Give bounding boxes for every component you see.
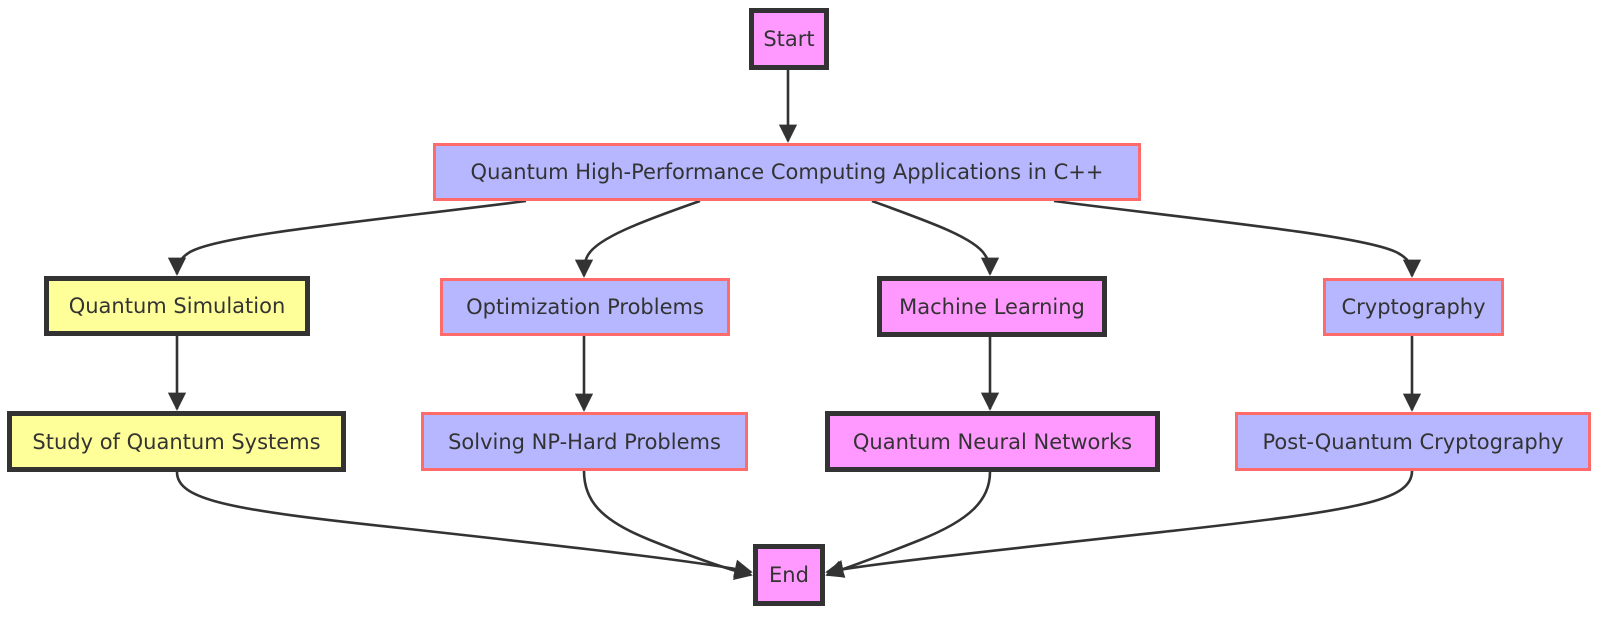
node-post-quantum-cryptography[interactable]: Post-Quantum Cryptography: [1235, 412, 1591, 471]
node-machine-learning-label: Machine Learning: [899, 294, 1085, 319]
node-solving-np-hard-problems[interactable]: Solving NP-Hard Problems: [421, 412, 748, 471]
node-solving-np-hard-problems-label: Solving NP-Hard Problems: [448, 429, 721, 454]
node-study-of-quantum-systems-label: Study of Quantum Systems: [32, 429, 321, 454]
node-post-quantum-cryptography-label: Post-Quantum Cryptography: [1262, 429, 1564, 454]
node-machine-learning[interactable]: Machine Learning: [877, 276, 1107, 337]
node-end-label: End: [769, 563, 809, 587]
node-quantum-neural-networks[interactable]: Quantum Neural Networks: [825, 411, 1160, 472]
node-start-label: Start: [763, 27, 815, 51]
node-optimization-problems-label: Optimization Problems: [466, 295, 704, 319]
edge-np-to-end: [582, 470, 753, 581]
node-study-of-quantum-systems[interactable]: Study of Quantum Systems: [7, 411, 346, 472]
edge-main-to-crypto: [1053, 199, 1422, 278]
node-optimization-problems[interactable]: Optimization Problems: [440, 278, 730, 336]
node-end[interactable]: End: [753, 544, 825, 606]
node-quantum-neural-networks-label: Quantum Neural Networks: [852, 429, 1133, 454]
node-start[interactable]: Start: [749, 8, 829, 70]
node-quantum-simulation-label: Quantum Simulation: [68, 294, 286, 318]
node-main[interactable]: Quantum High-Performance Computing Appli…: [433, 143, 1141, 201]
edge-main-to-opt: [574, 199, 701, 278]
edge-study-to-end: [175, 471, 753, 578]
edge-pqc-to-end: [825, 470, 1414, 578]
edge-main-to-ml: [871, 199, 1000, 276]
node-quantum-simulation[interactable]: Quantum Simulation: [44, 276, 310, 336]
node-cryptography-label: Cryptography: [1341, 295, 1486, 319]
node-main-label: Quantum High-Performance Computing Appli…: [470, 160, 1104, 184]
edge-main-to-sim: [167, 199, 527, 276]
node-cryptography[interactable]: Cryptography: [1323, 278, 1504, 336]
